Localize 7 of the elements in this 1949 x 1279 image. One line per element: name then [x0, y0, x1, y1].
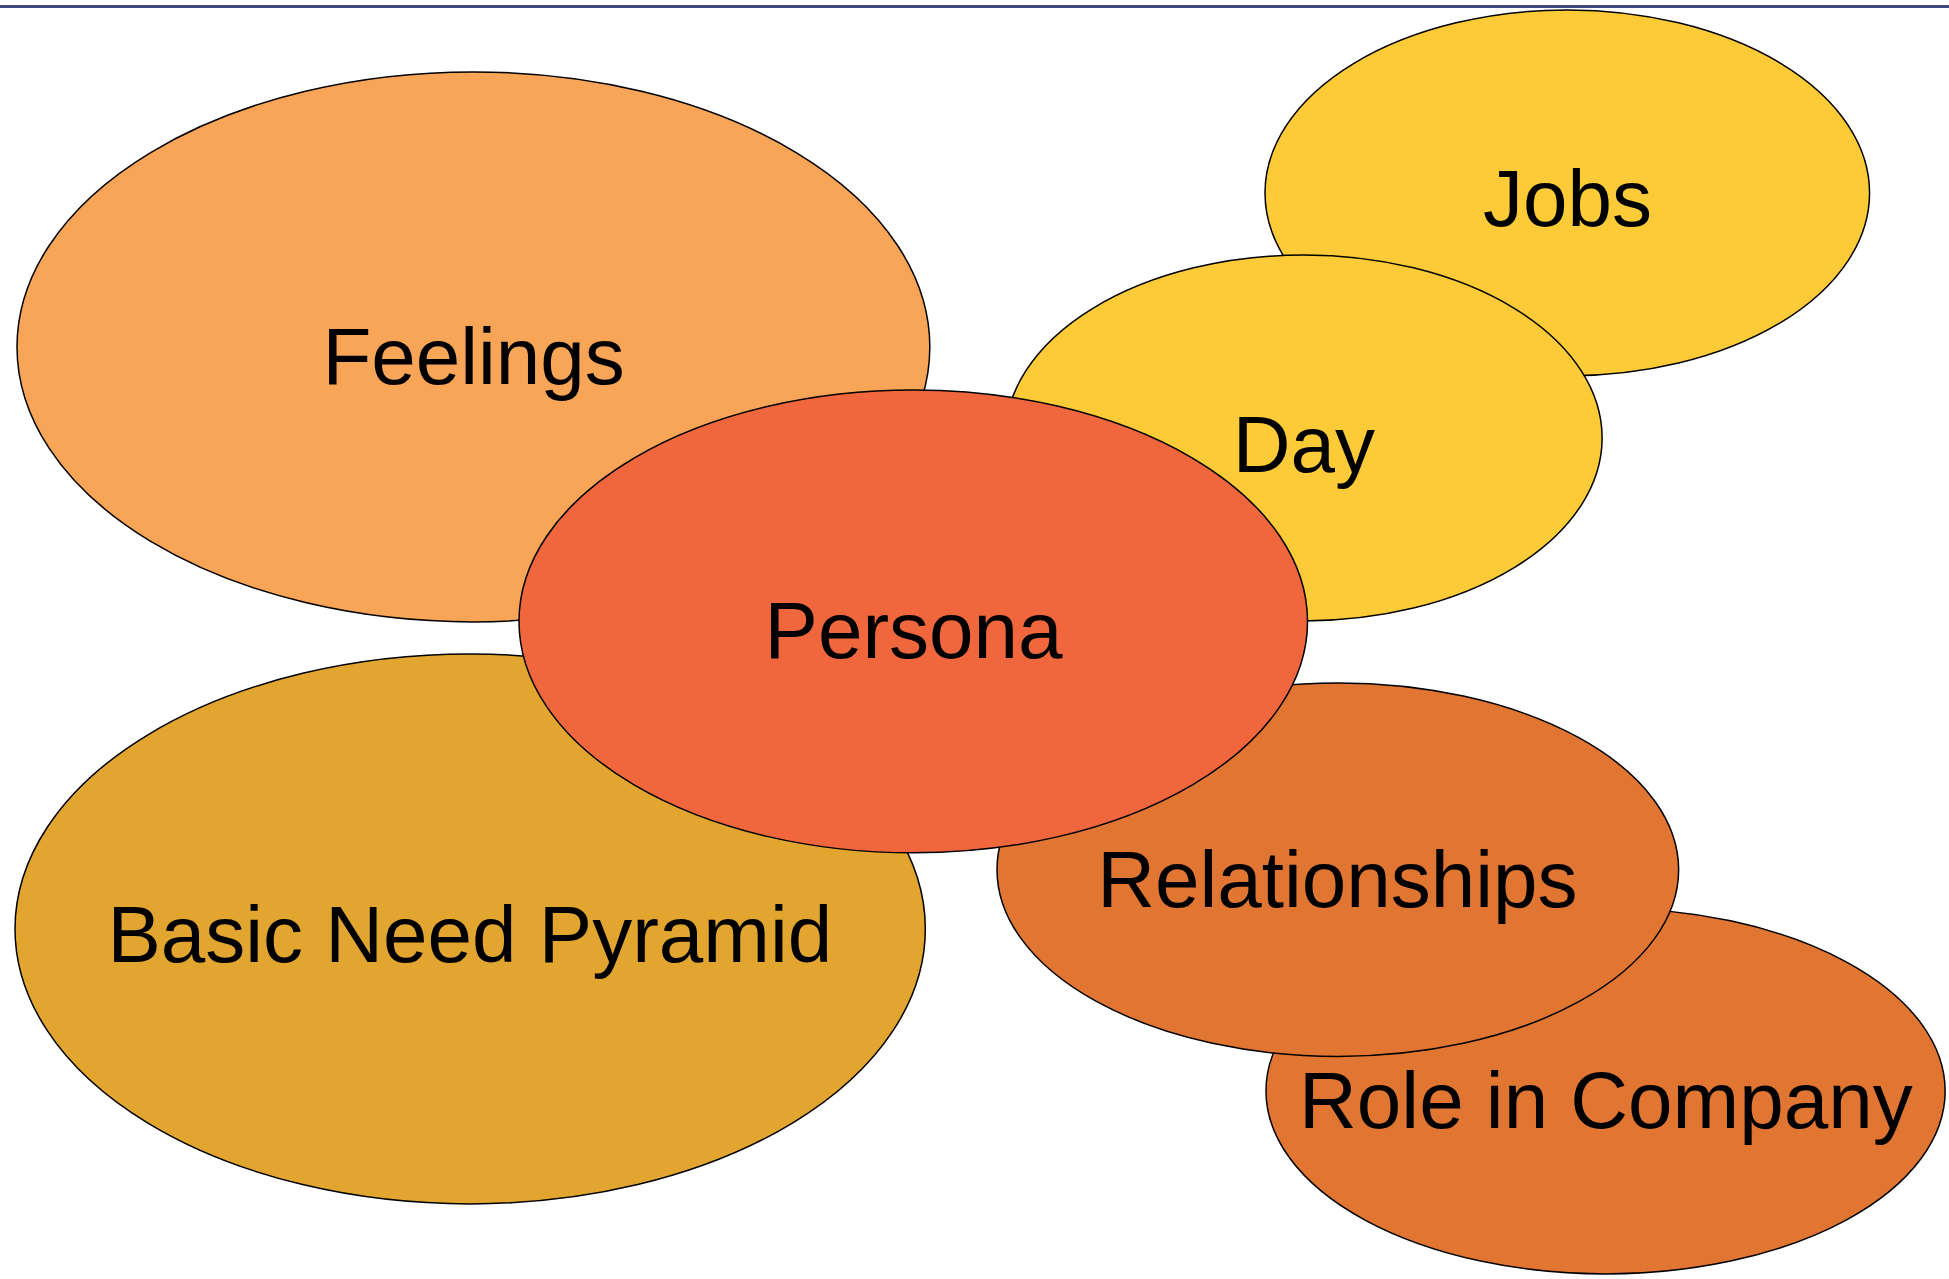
- ellipse-label: Relationships: [1097, 834, 1578, 926]
- ellipse-label: Basic Need Pyramid: [107, 888, 833, 981]
- ellipse-label: Persona: [764, 585, 1063, 678]
- ellipse-label: Feelings: [322, 310, 625, 403]
- ellipse-label: Day: [1232, 398, 1375, 491]
- ellipse-label: Role in Company: [1299, 1055, 1913, 1148]
- ellipse-label: Jobs: [1482, 152, 1652, 245]
